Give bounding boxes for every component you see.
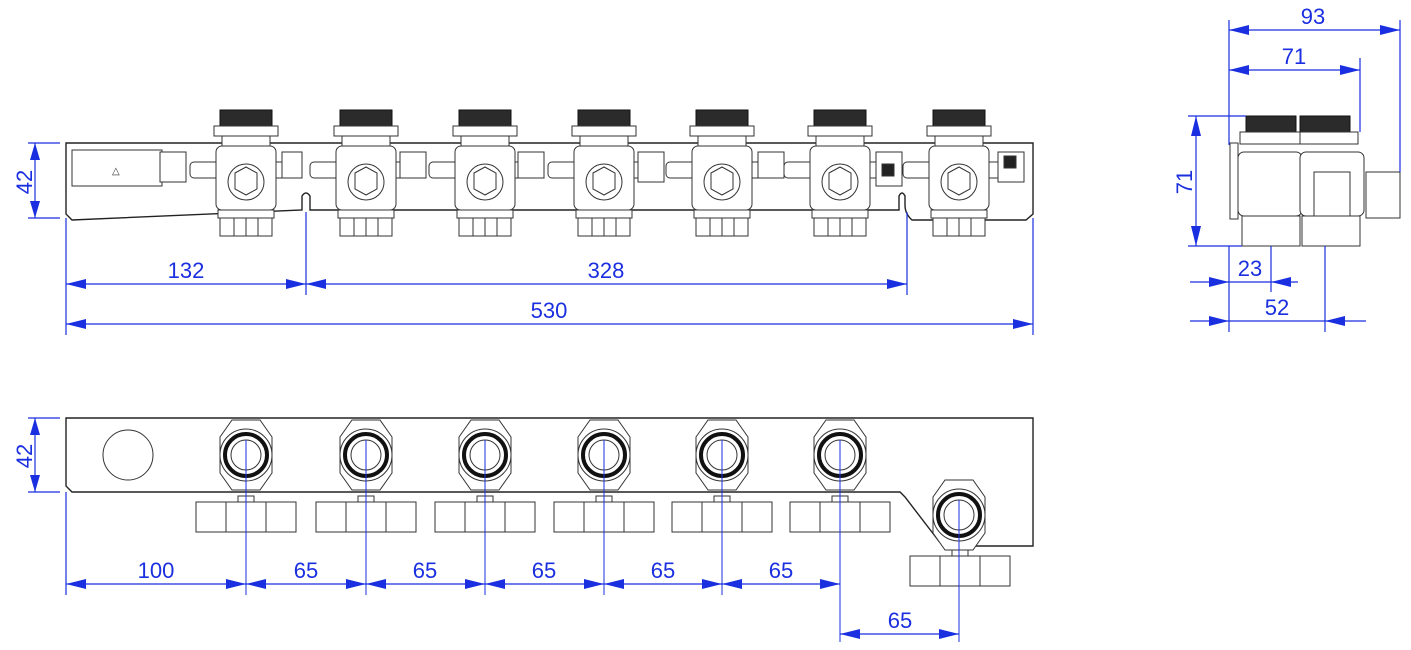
svg-text:△: △ xyxy=(112,166,120,177)
dim-65-b: 65 xyxy=(413,558,437,583)
dim-71-depth: 71 xyxy=(1282,44,1306,69)
dim-93: 93 xyxy=(1301,4,1325,29)
top-view: 42 100 65 65 65 65 65 65 xyxy=(12,417,1034,642)
dim-132: 132 xyxy=(168,258,205,283)
front-height-label: 42 xyxy=(12,170,37,194)
dim-71-height: 71 xyxy=(1172,170,1197,194)
side-view: 93 71 71 23 52 xyxy=(1172,4,1401,332)
label-plate xyxy=(71,149,163,187)
circuit-icons xyxy=(159,151,1025,187)
dim-52: 52 xyxy=(1265,295,1289,320)
dim-530: 530 xyxy=(531,298,568,323)
dim-65-c: 65 xyxy=(532,558,556,583)
top-height-label: 42 xyxy=(12,444,37,468)
dim-65-e: 65 xyxy=(769,558,793,583)
front-view: △ 42 132 328 xyxy=(12,109,1034,335)
dim-65-last: 65 xyxy=(888,608,912,633)
mounting-hole xyxy=(102,429,154,481)
dim-100: 100 xyxy=(138,558,175,583)
dim-65-d: 65 xyxy=(651,558,675,583)
dim-328: 328 xyxy=(588,258,625,283)
dim-65-a: 65 xyxy=(294,558,318,583)
dim-23: 23 xyxy=(1238,256,1262,281)
